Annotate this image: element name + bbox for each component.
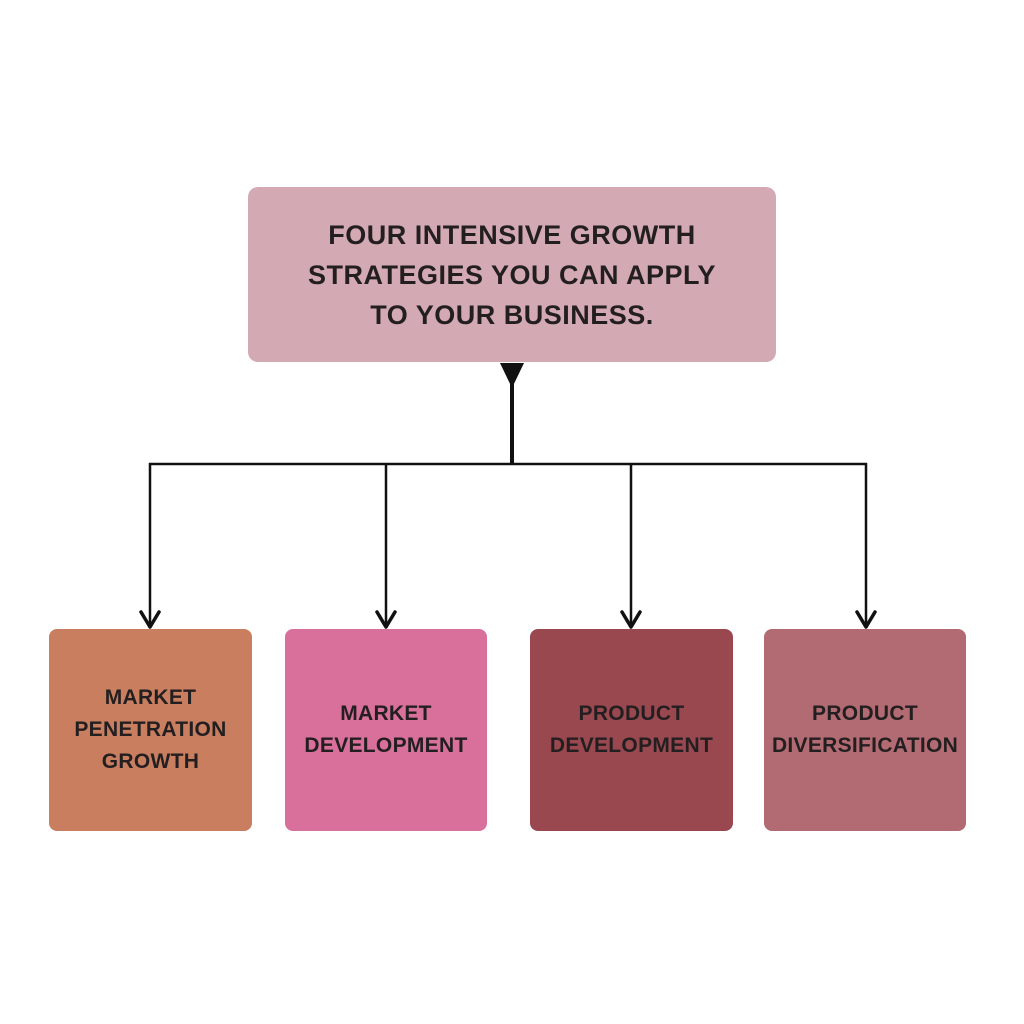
node-label-line: DEVELOPMENT <box>304 734 468 757</box>
chevron-arrowhead-icon-1 <box>139 610 161 629</box>
node-label-line: DIVERSIFICATION <box>771 734 959 757</box>
node-label-line: GROWTH <box>101 750 200 773</box>
node-product-development: PRODUCT DEVELOPMENT <box>530 629 733 831</box>
root-title-line-2: STRATEGIES YOU CAN APPLY <box>307 259 717 290</box>
node-label-line: MARKET <box>104 686 197 709</box>
node-label-line: PRODUCT <box>812 702 918 725</box>
chevron-arrowhead-icon-2 <box>375 610 397 629</box>
root-title-line-1: FOUR INTENSIVE GROWTH <box>328 219 696 250</box>
node-label-line: PENETRATION <box>74 718 227 741</box>
node-label-line: DEVELOPMENT <box>549 734 714 757</box>
root-node-four-growth-strategies: FOUR INTENSIVE GROWTH STRATEGIES YOU CAN… <box>248 187 776 362</box>
chevron-arrowhead-icon-4 <box>855 610 877 629</box>
chevron-arrowhead-icon-3 <box>620 610 642 629</box>
node-market-development: MARKET DEVELOPMENT <box>285 629 487 831</box>
node-label-line: PRODUCT <box>578 702 685 725</box>
filled-triangle-arrowhead-icon <box>500 363 524 388</box>
root-title-line-3: TO YOUR BUSINESS. <box>370 299 654 330</box>
node-label-line: MARKET <box>340 702 432 725</box>
node-product-diversification: PRODUCT DIVERSIFICATION <box>764 629 966 831</box>
node-market-penetration-growth: MARKET PENETRATION GROWTH <box>49 629 252 831</box>
